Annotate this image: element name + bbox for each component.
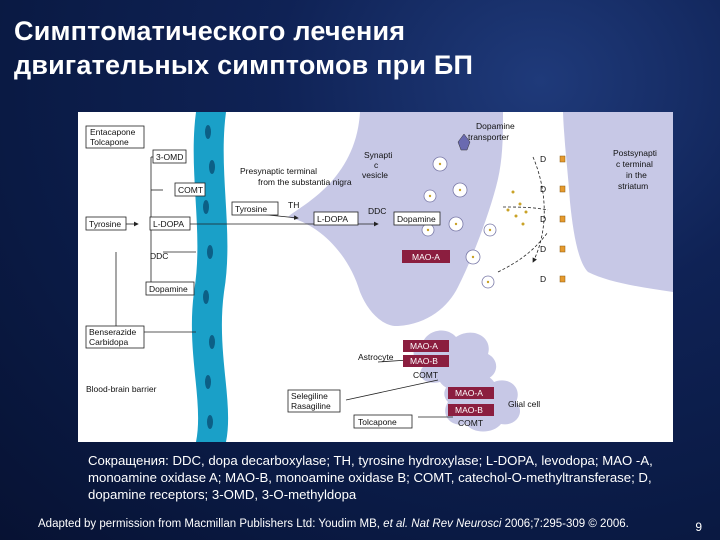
vesicle-label-2: c	[374, 160, 379, 170]
postsynaptic-label-2: c terminal	[616, 159, 653, 169]
slide-number: 9	[695, 520, 702, 534]
glial-comt: COMT	[458, 418, 483, 428]
glial-mao-b: MAO-B	[455, 405, 483, 415]
omd-label: 3-OMD	[156, 152, 183, 162]
citation-suffix: 2006;7:295-309 © 2006.	[501, 518, 629, 530]
citation: Adapted by permission from Macmillan Pub…	[38, 518, 658, 530]
carbidopa-label: Carbidopa	[89, 337, 128, 347]
receptor-d-5: D	[540, 274, 546, 284]
entacapone-label: Entacapone	[90, 127, 136, 137]
astrocyte-mao-a: MAO-A	[410, 341, 438, 351]
postsynaptic-label-1: Postsynapti	[613, 148, 657, 158]
receptor-d-4: D	[540, 244, 546, 254]
ldopa-mid-label: L-DOPA	[317, 214, 348, 224]
mao-a-neuron-label: MAO-A	[412, 252, 440, 262]
tolcapone-bottom-label: Tolcapone	[358, 417, 397, 427]
th-label: TH	[288, 200, 299, 210]
dopamine-transporter	[457, 133, 471, 151]
blood-brain-barrier	[191, 112, 229, 442]
tyrosine-mid-label: Tyrosine	[235, 204, 267, 214]
vesicle-label-1: Synapti	[364, 150, 392, 160]
postsynaptic-terminal	[563, 112, 673, 292]
astrocyte-label: Astrocyte	[358, 352, 394, 362]
receptor-d-1: D	[540, 154, 546, 164]
receptor-d-3: D	[540, 214, 546, 224]
ldopa-left-label: L-DOPA	[153, 219, 184, 229]
comt-left-label: COMT	[178, 185, 203, 195]
postsynaptic-label-4: striatum	[618, 181, 648, 191]
transporter-label-1: Dopamine	[476, 121, 515, 131]
presynaptic-label-2: from the substantia nigra	[258, 177, 352, 187]
bbb-label: Blood-brain barrier	[86, 384, 157, 394]
glial-cell-label: Glial cell	[508, 399, 540, 409]
benserazide-label: Benserazide	[89, 327, 137, 337]
presynaptic-label-1: Presynaptic terminal	[240, 166, 317, 176]
rasagiline-label: Rasagiline	[291, 401, 331, 411]
title-line-1: Симптоматического лечения	[14, 16, 406, 46]
dopamine-left-label: Dopamine	[149, 284, 188, 294]
receptor-d-2: D	[540, 184, 546, 194]
tyrosine-left-label: Tyrosine	[89, 219, 121, 229]
dopamine-mid-label: Dopamine	[397, 214, 436, 224]
citation-prefix: Adapted by permission from Macmillan Pub…	[38, 518, 384, 530]
glial-mao-a: MAO-A	[455, 388, 483, 398]
postsynaptic-label-3: in the	[626, 170, 647, 180]
title-line-2: двигательных симптомов при БП	[14, 50, 474, 80]
abbreviations-text: Сокращения: DDC, dopa decarboxylase; TH,…	[88, 453, 653, 502]
citation-etal: et al.	[383, 518, 409, 530]
astrocyte-comt: COMT	[413, 370, 438, 380]
dopamine-receptors	[559, 155, 566, 283]
vesicle-label-3: vesicle	[362, 170, 388, 180]
tolcapone-label-left: Tolcapone	[90, 137, 129, 147]
ddc-mid-label: DDC	[368, 206, 386, 216]
citation-journal: Nat Rev Neurosci	[408, 518, 502, 530]
ddc-left-label: DDC	[150, 251, 168, 261]
slide-title: Симптоматического лечения двигательных с…	[14, 14, 614, 82]
dopamine-molecules	[506, 190, 528, 226]
astrocyte-mao-b: MAO-B	[410, 356, 438, 366]
selegiline-label: Selegiline	[291, 391, 328, 401]
transporter-label-2: transporter	[468, 132, 509, 142]
mechanism-diagram: Entacapone Tolcapone 3-OMD COMT Tyrosine…	[78, 112, 673, 442]
